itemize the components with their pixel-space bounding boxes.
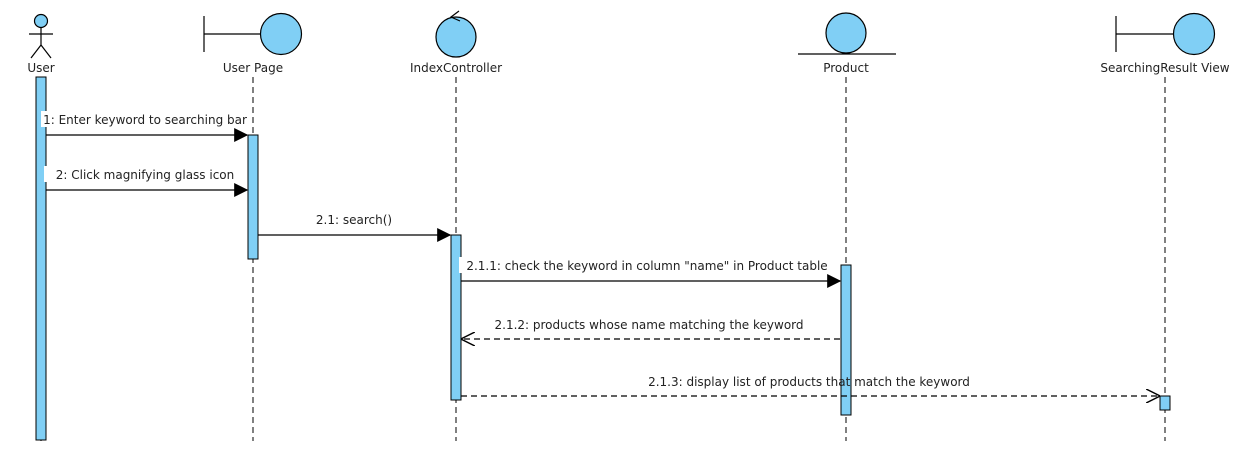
message-label-background xyxy=(459,257,835,273)
message-2-1-2[interactable]: 2.1.2: products whose name matching the … xyxy=(462,318,840,339)
participant-label-searching-result-view: SearchingResult View xyxy=(1100,61,1229,75)
activation-user-page xyxy=(247,134,259,260)
message-label: 2.1.3: display list of products that mat… xyxy=(648,375,970,389)
participant-user[interactable]: User xyxy=(27,13,55,76)
boundary-icon xyxy=(1115,12,1216,56)
participant-label-user: User xyxy=(27,61,54,75)
participant-label-index-controller: IndexController xyxy=(410,61,502,75)
message-label-background xyxy=(44,166,247,182)
message-2[interactable]: 2: Click magnifying glass icon xyxy=(44,166,249,197)
activation-user xyxy=(35,76,47,441)
participant-label-product: Product xyxy=(823,61,869,75)
message-label-background xyxy=(41,111,250,127)
entity-icon xyxy=(798,12,896,55)
message-label: 2.1.2: products whose name matching the … xyxy=(495,318,804,332)
activation-index-controller xyxy=(450,234,462,401)
participant-user-page[interactable]: User Page xyxy=(203,12,303,76)
participant-searching-result-view[interactable]: SearchingResult View xyxy=(1100,12,1230,76)
message-label: 1: Enter keyword to searching bar xyxy=(43,113,247,127)
activation-searching-result-view xyxy=(1159,395,1171,411)
message-2-1[interactable]: 2.1: search() xyxy=(258,213,452,242)
participant-index-controller[interactable]: IndexController xyxy=(410,10,502,75)
message-label: 2: Click magnifying glass icon xyxy=(56,168,235,182)
message-2-1-1[interactable]: 2.1.1: check the keyword in column "name… xyxy=(459,257,842,288)
actor-icon xyxy=(29,13,53,59)
message-label: 2.1: search() xyxy=(316,213,392,227)
message-label: 2.1.1: check the keyword in column "name… xyxy=(466,259,827,273)
boundary-icon xyxy=(203,12,303,56)
activation-product xyxy=(840,264,852,416)
participant-product[interactable]: Product xyxy=(798,12,896,75)
control-icon xyxy=(435,10,477,58)
message-1[interactable]: 1: Enter keyword to searching bar xyxy=(41,111,250,142)
message-2-1-3[interactable]: 2.1.3: display list of products that mat… xyxy=(461,375,1159,396)
participant-label-user-page: User Page xyxy=(223,61,283,75)
